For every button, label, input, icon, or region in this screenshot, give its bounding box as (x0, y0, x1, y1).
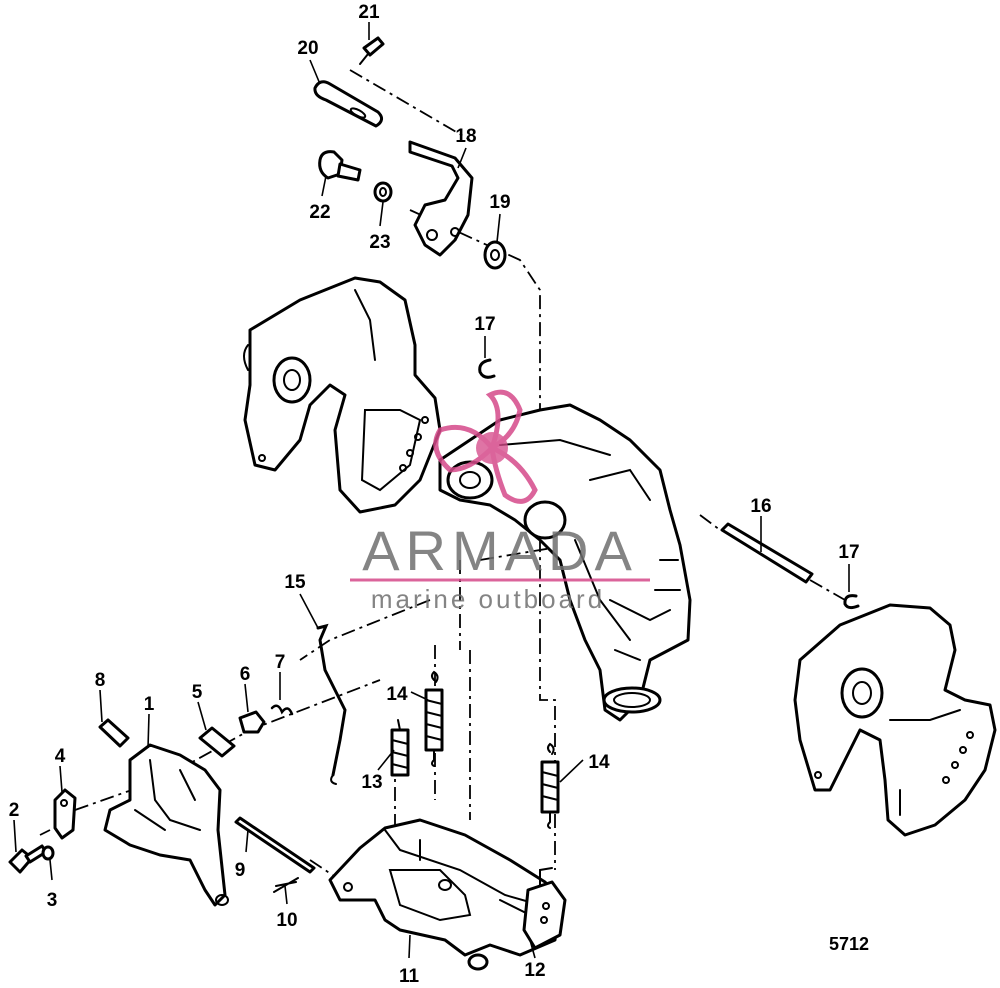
diagram-reference-number: 5712 (829, 934, 869, 954)
callout-18: 18 (455, 126, 476, 147)
callout-14-upper: 14 (386, 684, 408, 705)
callout-13: 13 (361, 772, 382, 793)
part-4-clip (53, 788, 77, 840)
callout-11: 11 (399, 966, 420, 987)
part-16-tilt-tube (720, 522, 814, 584)
callout-16: 16 (750, 496, 771, 517)
callout-19: 19 (489, 192, 510, 213)
left-clamp-bracket (243, 276, 442, 514)
part-19-bushing (483, 240, 507, 270)
callout-23: 21 (358, 2, 380, 23)
right-clamp-bracket (793, 603, 997, 837)
part-17-retaining-ring-upper (478, 358, 496, 379)
part-20-bolt (318, 150, 362, 182)
part-5-sleeve (198, 726, 236, 758)
callout-10: 10 (276, 910, 297, 931)
callout-15: 15 (284, 572, 306, 593)
part-18-tilt-lock-lever (408, 140, 474, 257)
callout-leaders (13, 22, 850, 959)
part-10-cotter-pin (273, 877, 299, 893)
part-12-bracket-end (522, 867, 567, 950)
callout-1: 1 (144, 694, 155, 715)
part-8-pin (98, 718, 130, 748)
part-15-link-rod (316, 623, 347, 785)
part-21-washer (373, 181, 393, 203)
part-14-spring-upper (424, 670, 444, 767)
callout-5: 5 (192, 682, 203, 703)
callout-20: 22 (309, 202, 330, 223)
part-2-screw (8, 844, 48, 874)
callout-numbers: 21 20 18 19 22 23 17 16 17 15 14 14 13 8… (9, 2, 860, 987)
part-14-spring-lower (540, 742, 560, 829)
part-3-washer (41, 845, 55, 861)
watermark-tagline: marine outboard (371, 584, 605, 614)
part-9-rod (234, 816, 316, 874)
callout-21: 23 (369, 232, 390, 253)
part-17-retaining-ring-right (843, 594, 860, 610)
part-6-knob (238, 710, 266, 734)
callout-4: 4 (55, 746, 66, 767)
part-11-reverse-lock-bracket (328, 818, 562, 971)
callout-7: 7 (275, 652, 286, 673)
callout-6: 6 (240, 664, 251, 685)
part-13-spring (390, 719, 410, 777)
callout-9: 9 (235, 860, 246, 881)
callout-8: 8 (95, 670, 106, 691)
callout-12: 12 (524, 960, 545, 981)
callout-2: 2 (9, 800, 20, 821)
callout-17-right: 17 (838, 542, 859, 563)
watermark-brand: ARMADA (362, 519, 638, 582)
part-7-spring (270, 704, 294, 716)
callout-14-lower: 14 (588, 752, 610, 773)
armada-watermark: ARMADA marine outboard (350, 389, 650, 614)
callout-3: 3 (47, 890, 58, 911)
callout-22: 20 (297, 38, 318, 59)
callout-17-upper: 17 (474, 314, 495, 335)
part-22-handle-sleeve (313, 80, 383, 128)
propeller-logo (433, 389, 538, 504)
part-1-tilt-lock-arm (103, 743, 229, 907)
part-23-pin (359, 36, 385, 65)
